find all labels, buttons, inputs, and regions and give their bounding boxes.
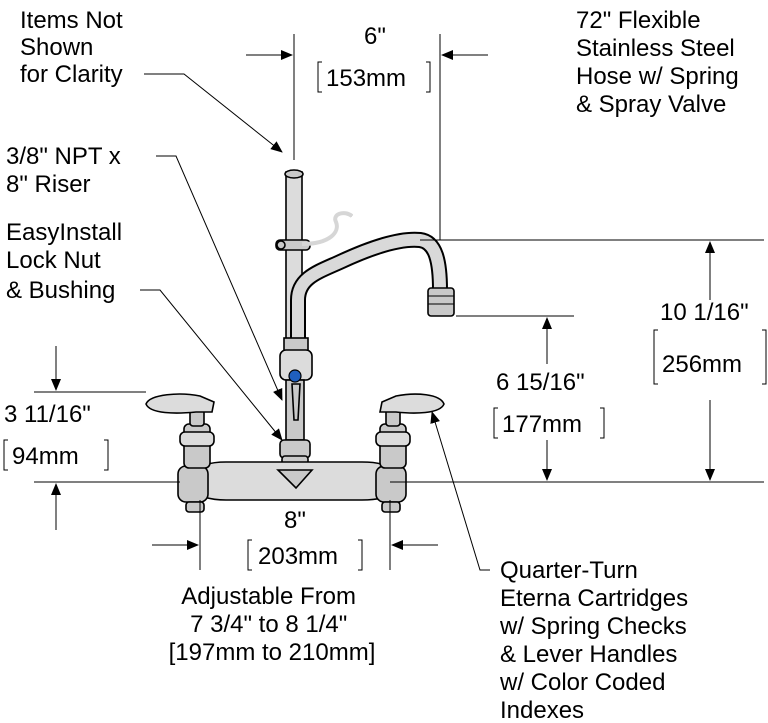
label-items-not-shown: Items Not Shown for Clarity (20, 7, 129, 88)
dimension-lines (3, 34, 767, 571)
label-lock-nut: EasyInstall Lock Nut & Bushing (6, 219, 129, 304)
label-adjustable: Adjustable From 7 3/4" to 8 1/4" [197mm … (169, 583, 376, 666)
dim-centers-metric: 203mm (258, 543, 338, 570)
label-riser: 3/8" NPT x 8" Riser (6, 143, 127, 198)
leader-lines (140, 73, 490, 571)
dim-outlet-height-imperial: 6 15/16" (496, 369, 585, 396)
label-cartridges: Quarter-Turn Eterna Cartridges w/ Spring… (499, 557, 695, 723)
dim-spout-height-metric: 256mm (662, 351, 742, 378)
dim-handle-height-imperial: 3 11/16" (4, 401, 91, 428)
dim-top-width-metric: 153mm (326, 65, 406, 92)
label-hose: 72" Flexible Stainless Steel Hose w/ Spr… (576, 7, 745, 118)
color-index-blue (288, 369, 302, 383)
dim-centers-imperial: 8" (284, 507, 306, 534)
dim-top-width-imperial: 6" (364, 23, 386, 50)
dim-outlet-height-metric: 177mm (502, 411, 582, 438)
dim-handle-height-metric: 94mm (12, 443, 79, 470)
dim-spout-height-imperial: 10 1/16" (660, 299, 749, 326)
faucet-body (145, 169, 455, 513)
